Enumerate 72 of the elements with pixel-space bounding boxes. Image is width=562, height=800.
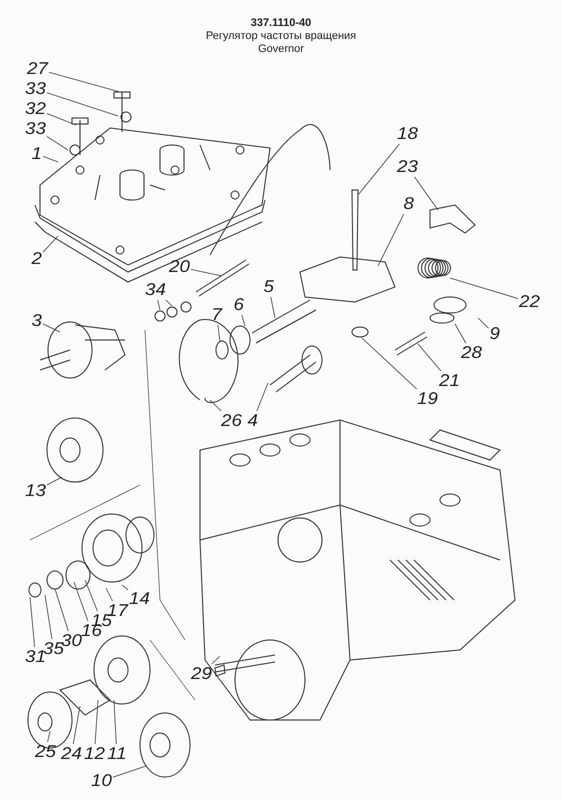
leader-line xyxy=(190,269,222,276)
leader-line xyxy=(30,596,35,648)
leader-line xyxy=(218,324,220,342)
leader-line xyxy=(114,700,117,744)
callout-number: 8 xyxy=(404,195,414,213)
callout-number: 10 xyxy=(91,772,112,790)
leader-line xyxy=(84,580,98,612)
subtitle: Регулятор частоты вращения xyxy=(206,30,356,43)
leader-line xyxy=(122,584,128,590)
leader-line xyxy=(42,236,58,253)
callout-number: 24 xyxy=(61,745,82,763)
callout-number: 1 xyxy=(32,145,42,163)
leader-line xyxy=(48,72,120,92)
callout-number: 14 xyxy=(129,590,150,608)
callout-number: 31 xyxy=(25,648,46,666)
callout-number: 27 xyxy=(27,60,48,78)
callout-number: 5 xyxy=(264,278,274,296)
callout-number: 34 xyxy=(145,281,166,299)
leader-line xyxy=(112,766,146,778)
leader-line xyxy=(44,594,52,640)
leader-line xyxy=(478,318,489,328)
leader-line xyxy=(256,382,268,412)
leader-line xyxy=(450,278,518,299)
leader-line xyxy=(47,730,50,742)
callout-number: 6 xyxy=(234,296,244,314)
callout-number: 25 xyxy=(35,743,56,761)
callout-number: 4 xyxy=(248,412,258,430)
leader-line xyxy=(210,400,222,412)
callout-number: 22 xyxy=(519,293,540,311)
callout-number: 11 xyxy=(107,745,127,763)
leader-line xyxy=(46,136,68,150)
leader-line xyxy=(270,296,276,318)
callout-number: 7 xyxy=(212,306,222,324)
callout-number: 2 xyxy=(32,250,42,268)
callout-number: 26 xyxy=(221,412,242,430)
leader-line xyxy=(46,92,118,116)
leader-line xyxy=(454,324,466,344)
callout-number: 9 xyxy=(490,325,500,343)
callout-number: 33 xyxy=(25,120,46,138)
callout-number: 35 xyxy=(43,640,64,658)
leader-line xyxy=(94,700,98,744)
callout-number: 23 xyxy=(397,158,418,176)
diagram-title: 337.1110-40 xyxy=(250,17,312,30)
leader-line xyxy=(46,113,76,126)
callout-number: 3 xyxy=(32,312,42,330)
leader-line xyxy=(42,156,58,162)
leader-line xyxy=(165,300,172,306)
leader-line xyxy=(418,344,442,372)
subtitle: Governor xyxy=(258,43,304,56)
leader-line xyxy=(211,656,220,664)
callout-number: 19 xyxy=(417,390,438,408)
callout-number: 29 xyxy=(191,665,212,683)
callout-number: 32 xyxy=(25,100,46,118)
callout-number: 33 xyxy=(25,80,46,98)
leader-line xyxy=(241,314,246,326)
leader-line xyxy=(157,300,160,310)
callout-number: 12 xyxy=(84,745,105,763)
leader-line xyxy=(378,214,404,266)
leader-line xyxy=(106,588,113,602)
leader-line xyxy=(74,582,88,622)
leader-line xyxy=(72,706,80,744)
leader-line xyxy=(362,338,418,390)
leader-line xyxy=(46,476,62,486)
callout-number: 13 xyxy=(25,482,46,500)
callout-number: 20 xyxy=(169,258,190,276)
callout-number: 18 xyxy=(397,125,418,143)
callout-number: 21 xyxy=(439,372,460,390)
callout-number: 28 xyxy=(461,344,482,362)
leader-line xyxy=(42,324,60,332)
leader-line xyxy=(414,176,438,210)
leader-line xyxy=(54,588,69,632)
leader-line xyxy=(358,144,400,196)
